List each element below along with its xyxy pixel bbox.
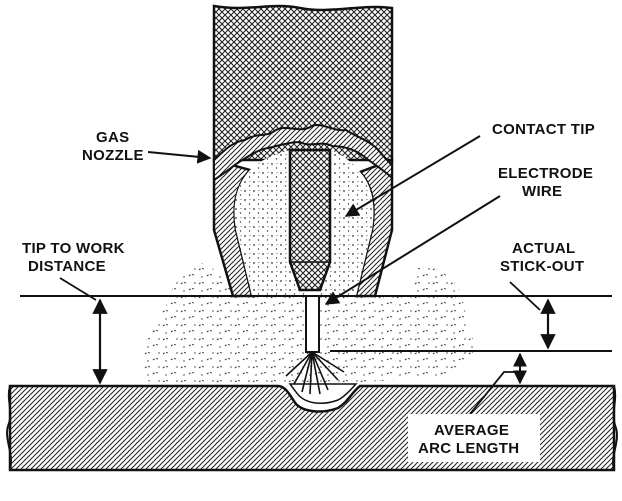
contact-tip	[288, 148, 332, 292]
workpiece-left-edge	[6, 385, 12, 471]
tip-to-work-label: TIP TO WORK DISTANCE	[22, 240, 129, 275]
stickout-leader	[509, 281, 541, 311]
electrode-wire-arrow	[324, 195, 501, 305]
workpiece-right-edge	[612, 385, 618, 471]
nozzle-cutaway-edge	[213, 124, 393, 182]
contact-tip-label: CONTACT TIP	[492, 121, 595, 138]
gas-interior-dots-right	[312, 150, 374, 296]
arc-spray	[285, 351, 345, 395]
average-arc-length-label: AVERAGE ARC LENGTH	[418, 422, 519, 457]
electrode-wire	[305, 295, 320, 353]
gas-nozzle-body	[212, 4, 394, 162]
gas-nozzle-arrow	[147, 149, 212, 164]
arc-length-leader	[469, 371, 516, 415]
weld-pool	[288, 383, 358, 405]
contact-tip-arrow	[344, 135, 481, 217]
actual-stickout-label: ACTUAL STICK-OUT	[500, 240, 584, 275]
electrode-wire-label: ELECTRODE WIRE	[498, 165, 598, 200]
gas-interior-dots	[234, 150, 312, 296]
arc-length-label-box	[408, 414, 540, 462]
gas-nozzle-label: GAS NOZZLE	[82, 129, 144, 164]
tip-to-work-leader	[59, 277, 97, 301]
